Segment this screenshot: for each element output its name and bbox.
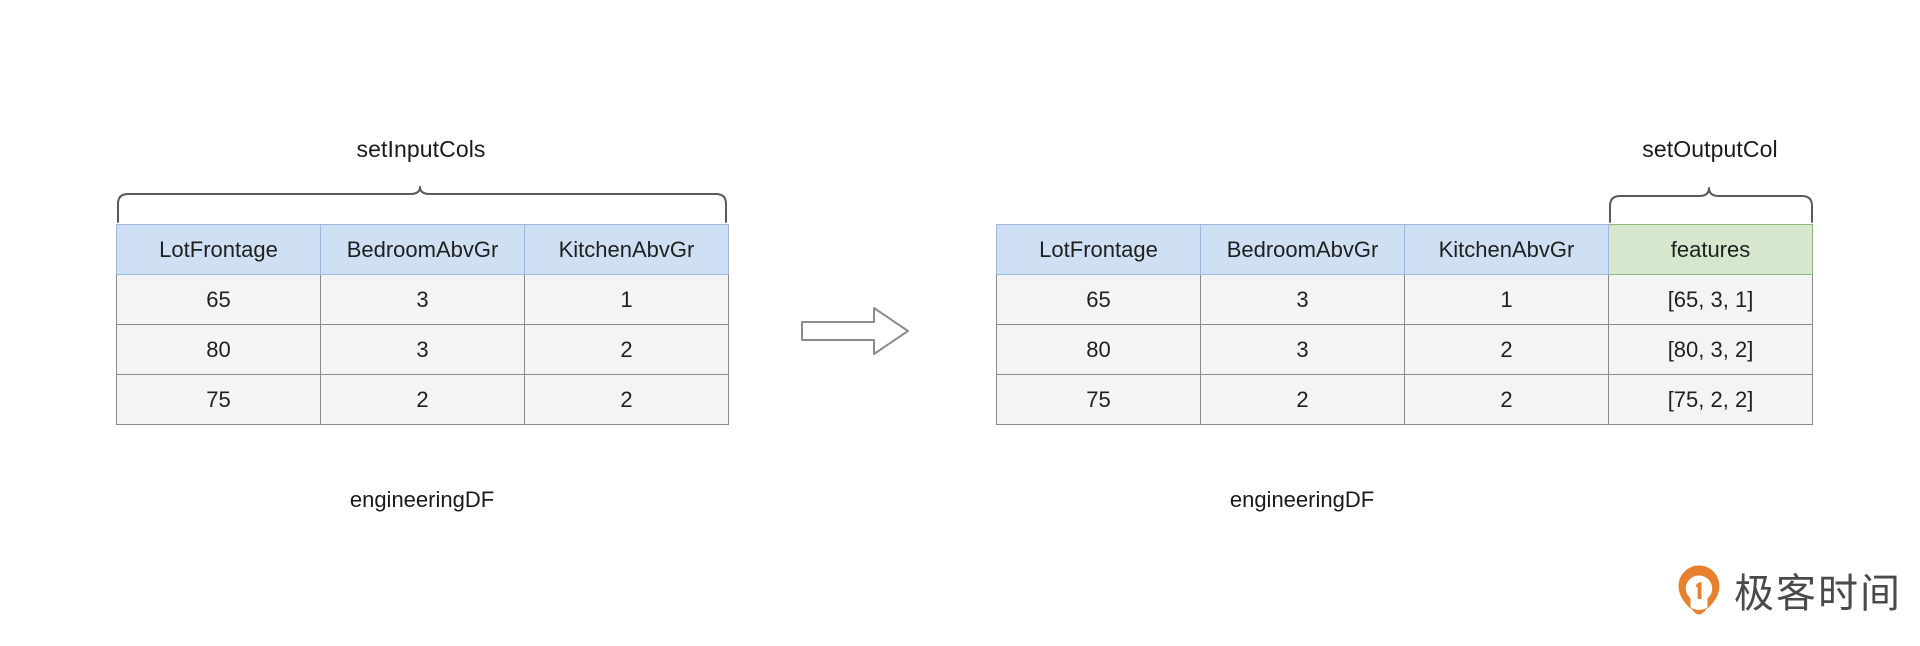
cell: 80 [116,324,321,375]
column-header-kitchenabvgr: KitchenAbvGr [524,224,729,275]
engineering-df-input-table: LotFrontage BedroomAbvGr KitchenAbvGr 65… [116,224,729,425]
column-header-kitchenabvgr: KitchenAbvGr [1404,224,1609,275]
cell: 75 [996,374,1201,425]
geektime-pin-icon [1678,565,1720,615]
column-header-lotfrontage: LotFrontage [116,224,321,275]
cell: 2 [524,374,729,425]
table-row: 65 3 1 [116,274,729,325]
table-header-row: LotFrontage BedroomAbvGr KitchenAbvGr fe… [996,224,1813,275]
set-input-cols-brace [116,186,728,223]
cell: 65 [996,274,1201,325]
cell: 65 [116,274,321,325]
geektime-wordmark: 极客时间 [1734,571,1902,617]
cell: 3 [1200,324,1405,375]
geektime-watermark: 极客时间 [1676,561,1902,619]
cell: 2 [524,324,729,375]
column-header-features: features [1608,224,1813,275]
column-header-lotfrontage: LotFrontage [996,224,1201,275]
input-dataframe-caption: engineeringDF [349,487,495,512]
column-header-bedroomabvgr: BedroomAbvGr [1200,224,1405,275]
table-row: 80 3 2 [116,324,729,375]
set-output-col-brace [1608,186,1814,223]
cell: 2 [1404,374,1609,425]
engineering-df-output-table: LotFrontage BedroomAbvGr KitchenAbvGr fe… [996,224,1813,425]
cell: 3 [320,324,525,375]
output-dataframe-caption: engineeringDF [1229,487,1375,512]
cell: 2 [1404,324,1609,375]
cell: 2 [1200,374,1405,425]
cell-features: [65, 3, 1] [1608,274,1813,325]
cell: 80 [996,324,1201,375]
table-row: 65 3 1 [65, 3, 1] [996,274,1813,325]
table-row: 75 2 2 [116,374,729,425]
set-input-cols-label: setInputCols [356,136,486,162]
cell-features: [80, 3, 2] [1608,324,1813,375]
cell: 3 [1200,274,1405,325]
table-row: 75 2 2 [75, 2, 2] [996,374,1813,425]
cell: 75 [116,374,321,425]
cell: 3 [320,274,525,325]
table-header-row: LotFrontage BedroomAbvGr KitchenAbvGr [116,224,729,275]
table-row: 80 3 2 [80, 3, 2] [996,324,1813,375]
arrow-right-icon [800,306,910,356]
cell-features: [75, 2, 2] [1608,374,1813,425]
set-output-col-label: setOutputCol [1642,136,1778,162]
cell: 1 [524,274,729,325]
cell: 2 [320,374,525,425]
column-header-bedroomabvgr: BedroomAbvGr [320,224,525,275]
cell: 1 [1404,274,1609,325]
